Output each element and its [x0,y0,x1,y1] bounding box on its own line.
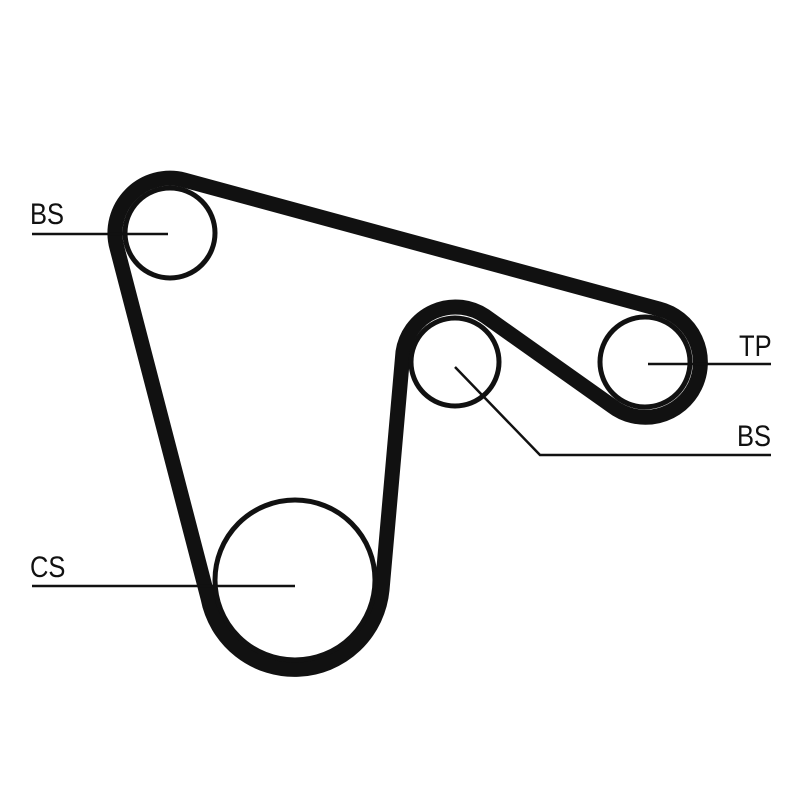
pulley-cs [212,497,378,663]
label-bs-right: BS [737,419,771,452]
leader-bs-right [454,366,771,457]
label-cs: CS [30,550,65,583]
label-tp: TP [739,329,772,362]
pulley-tp [597,314,693,410]
label-bs-top: BS [30,197,64,230]
belt [107,170,708,677]
pulley-bs-right [408,315,502,409]
